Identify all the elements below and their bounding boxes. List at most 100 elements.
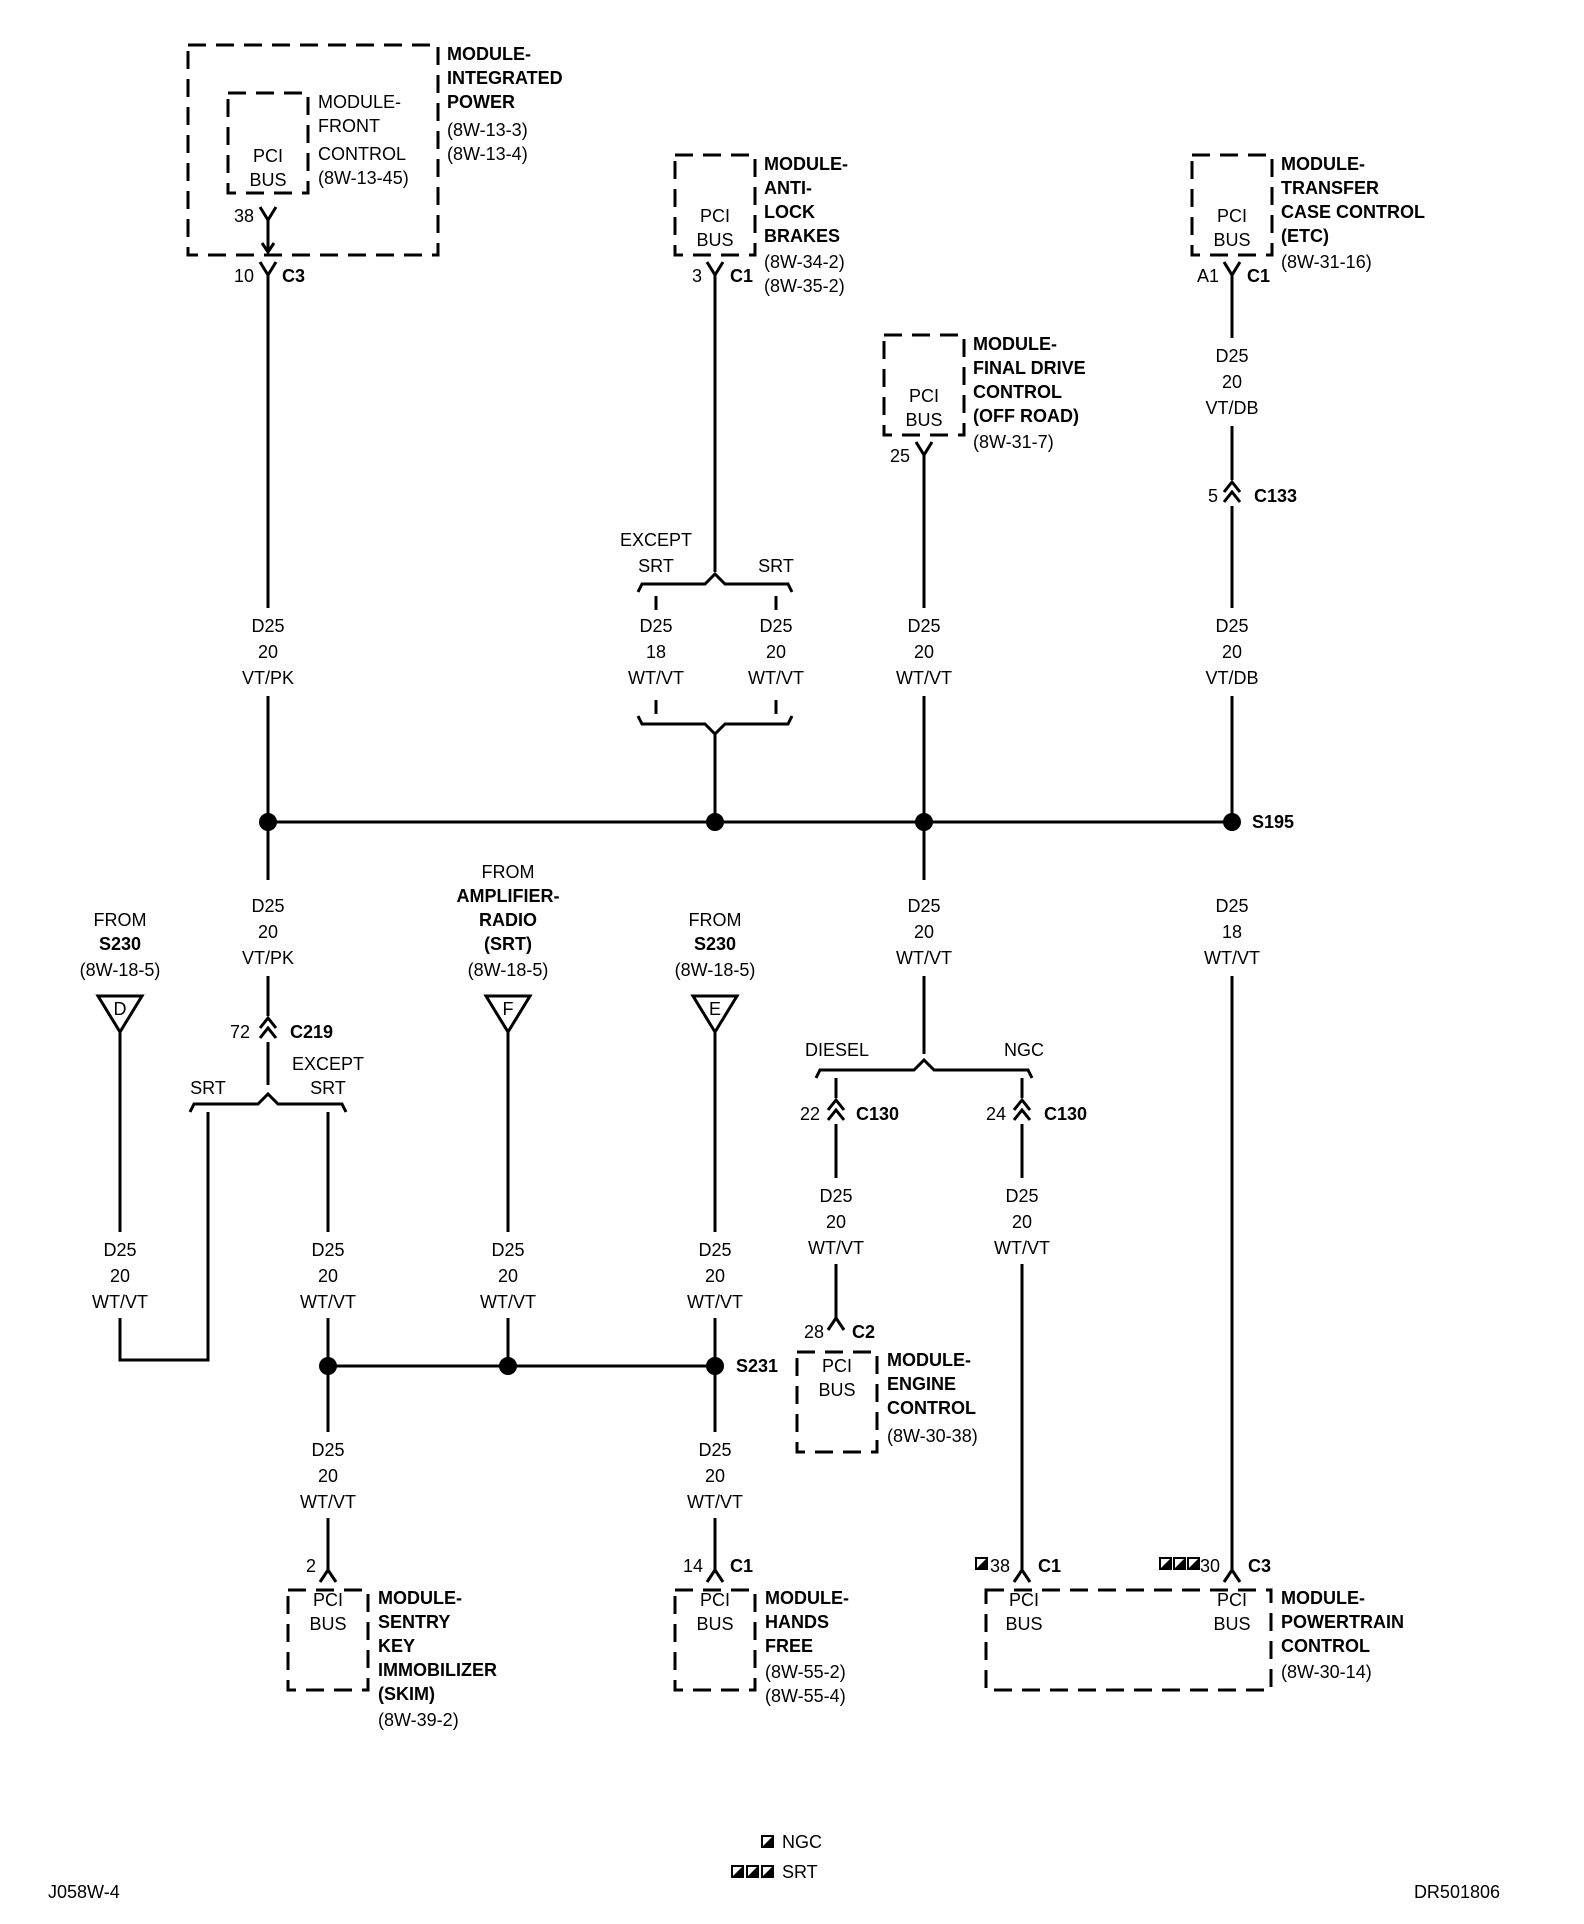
svg-text:EXCEPT: EXCEPT <box>620 530 692 550</box>
svg-text:FROM: FROM <box>482 862 535 882</box>
svg-text:S230: S230 <box>694 934 736 954</box>
svg-text:SRT: SRT <box>758 556 794 576</box>
svg-text:VT/PK: VT/PK <box>242 668 294 688</box>
wire-label-vt-db-lower: D25 20 VT/DB <box>1205 616 1258 688</box>
svg-text:D25: D25 <box>311 1440 344 1460</box>
svg-text:SRT: SRT <box>638 556 674 576</box>
svg-text:IMMOBILIZER: IMMOBILIZER <box>378 1660 497 1680</box>
svg-text:D25: D25 <box>1005 1186 1038 1206</box>
svg-text:D25: D25 <box>311 1240 344 1260</box>
source-e: FROM S230 (8W-18-5) E <box>675 910 755 1035</box>
splice-s195 <box>1223 813 1241 831</box>
svg-text:HANDS: HANDS <box>765 1612 829 1632</box>
svg-text:PCI: PCI <box>1217 206 1247 226</box>
svg-text:25: 25 <box>890 446 910 466</box>
svg-text:(8W-13-45): (8W-13-45) <box>318 168 409 188</box>
svg-text:20: 20 <box>705 1466 725 1486</box>
wire-label-source-f: D25 20 WT/VT <box>480 1240 536 1312</box>
svg-text:20: 20 <box>766 642 786 662</box>
svg-text:VT/DB: VT/DB <box>1205 398 1258 418</box>
splice-s231-label: S231 <box>736 1356 778 1376</box>
integrated-power-module: MODULE- INTEGRATED POWER (8W-13-3) (8W-1… <box>186 43 563 257</box>
svg-text:38: 38 <box>234 206 254 226</box>
svg-text:SRT: SRT <box>190 1078 226 1098</box>
svg-text:D25: D25 <box>907 616 940 636</box>
svg-text:D25: D25 <box>1215 616 1248 636</box>
svg-text:24: 24 <box>986 1104 1006 1124</box>
svg-text:20: 20 <box>1012 1212 1032 1232</box>
svg-text:MODULE-: MODULE- <box>973 334 1057 354</box>
svg-text:POWER: POWER <box>447 92 515 112</box>
svg-text:C133: C133 <box>1254 486 1297 506</box>
engine-option-brace: DIESEL NGC <box>805 1040 1044 1079</box>
svg-text:20: 20 <box>705 1266 725 1286</box>
svg-text:MODULE-: MODULE- <box>764 154 848 174</box>
svg-text:SENTRY: SENTRY <box>378 1612 450 1632</box>
svg-text:PCI: PCI <box>700 206 730 226</box>
wire-label-source-d: D25 20 WT/VT <box>92 1240 148 1312</box>
svg-text:CONTROL: CONTROL <box>973 382 1062 402</box>
wire-label-ngc: D25 20 WT/VT <box>994 1186 1050 1258</box>
svg-text:C2: C2 <box>852 1322 875 1342</box>
svg-text:20: 20 <box>258 642 278 662</box>
wire-label-except-srt: D25 20 WT/VT <box>300 1240 356 1312</box>
engine-control-module: 28 C2 PCI BUS MODULE- ENGINE CONTROL (8W… <box>795 1315 978 1454</box>
connector-c133: 5 C133 <box>1208 479 1297 506</box>
svg-text:WT/VT: WT/VT <box>748 668 804 688</box>
svg-text:PCI: PCI <box>253 146 283 166</box>
svg-text:ENGINE: ENGINE <box>887 1374 956 1394</box>
svg-text:LOCK: LOCK <box>764 202 815 222</box>
wire-label-below-final-drive: D25 20 WT/VT <box>896 896 952 968</box>
svg-text:WT/VT: WT/VT <box>808 1238 864 1258</box>
transfer-case-module: PCI BUS MODULE- TRANSFER CASE CONTROL (E… <box>1190 153 1425 286</box>
svg-text:PCI: PCI <box>822 1356 852 1376</box>
svg-text:WT/VT: WT/VT <box>300 1292 356 1312</box>
svg-text:20: 20 <box>498 1266 518 1286</box>
svg-text:30: 30 <box>1200 1556 1220 1576</box>
svg-text:C130: C130 <box>1044 1104 1087 1124</box>
svg-text:(8W-55-4): (8W-55-4) <box>765 1686 846 1706</box>
svg-text:FREE: FREE <box>765 1636 813 1656</box>
svg-text:D25: D25 <box>251 616 284 636</box>
splice-s231 <box>706 1357 724 1375</box>
svg-text:WT/VT: WT/VT <box>480 1292 536 1312</box>
svg-text:MODULE-: MODULE- <box>887 1350 971 1370</box>
svg-text:BUS: BUS <box>696 230 733 250</box>
footer-left-id: J058W-4 <box>48 1882 120 1902</box>
svg-text:D25: D25 <box>103 1240 136 1260</box>
svg-text:C1: C1 <box>730 266 753 286</box>
svg-text:WT/VT: WT/VT <box>896 948 952 968</box>
svg-text:20: 20 <box>914 642 934 662</box>
svg-text:MODULE-: MODULE- <box>765 1588 849 1608</box>
svg-text:(SKIM): (SKIM) <box>378 1684 435 1704</box>
skim-module: 2 PCI BUS MODULE- SENTRY KEY IMMOBILIZER… <box>286 1556 497 1730</box>
svg-text:5: 5 <box>1208 486 1218 506</box>
svg-text:C219: C219 <box>290 1022 333 1042</box>
svg-text:DIESEL: DIESEL <box>805 1040 869 1060</box>
svg-text:(8W-34-2): (8W-34-2) <box>764 252 845 272</box>
svg-text:BUS: BUS <box>1213 1614 1250 1634</box>
svg-text:D25: D25 <box>698 1240 731 1260</box>
svg-text:AMPLIFIER-: AMPLIFIER- <box>457 886 560 906</box>
svg-text:BUS: BUS <box>818 1380 855 1400</box>
svg-text:10: 10 <box>234 266 254 286</box>
skim-option-brace: SRT EXCEPT SRT <box>188 1054 364 1113</box>
svg-text:WT/VT: WT/VT <box>994 1238 1050 1258</box>
svg-text:(OFF ROAD): (OFF ROAD) <box>973 406 1079 426</box>
svg-text:C3: C3 <box>1248 1556 1271 1576</box>
svg-text:D25: D25 <box>819 1186 852 1206</box>
source-f: FROM AMPLIFIER- RADIO (SRT) (8W-18-5) F <box>457 862 560 1035</box>
svg-text:CONTROL: CONTROL <box>318 144 406 164</box>
wire-label-vt-db-upper: D25 20 VT/DB <box>1205 346 1258 418</box>
hands-free-module: 14 C1 PCI BUS MODULE- HANDS FREE (8W-55-… <box>673 1556 849 1706</box>
splice-dot-radio <box>499 1357 517 1375</box>
svg-text:PCI: PCI <box>1009 1590 1039 1610</box>
svg-text:PCI: PCI <box>909 386 939 406</box>
svg-text:MODULE-: MODULE- <box>318 92 401 112</box>
legend-ngc-label: NGC <box>782 1832 822 1852</box>
srt-marker-icon <box>1159 1557 1200 1570</box>
svg-text:NGC: NGC <box>1004 1040 1044 1060</box>
svg-text:CONTROL: CONTROL <box>1281 1636 1370 1656</box>
svg-text:(SRT): (SRT) <box>484 934 532 954</box>
svg-text:BUS: BUS <box>696 1614 733 1634</box>
